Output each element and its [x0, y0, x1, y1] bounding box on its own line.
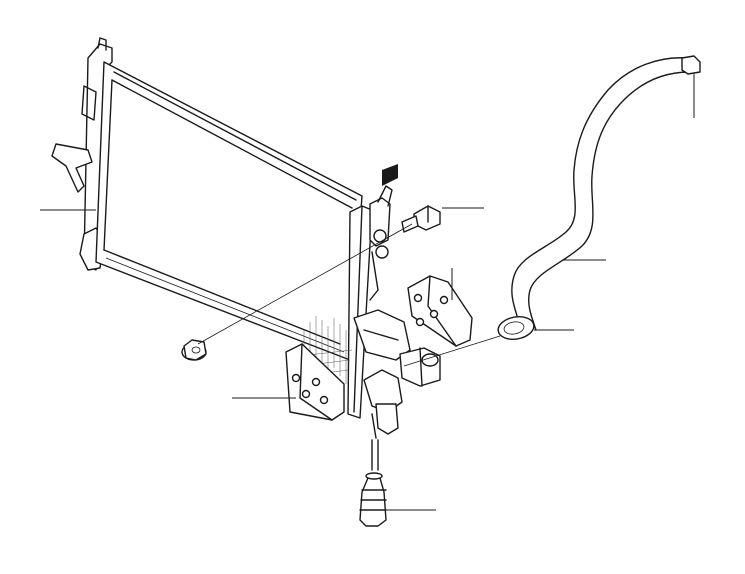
lower-connector: [353, 309, 441, 439]
assembly-lines: [197, 223, 501, 367]
flange-nut: [181, 339, 207, 361]
mounting-bolt: [401, 205, 441, 233]
drain-plug-fitting: [359, 439, 387, 527]
callout-leaders: [40, 74, 695, 511]
radiator: [51, 37, 373, 419]
right-bracket: [407, 275, 473, 347]
lower-bracket: [285, 343, 345, 421]
radiator-hose: [497, 55, 701, 340]
upper-right-fitting: [369, 164, 398, 301]
